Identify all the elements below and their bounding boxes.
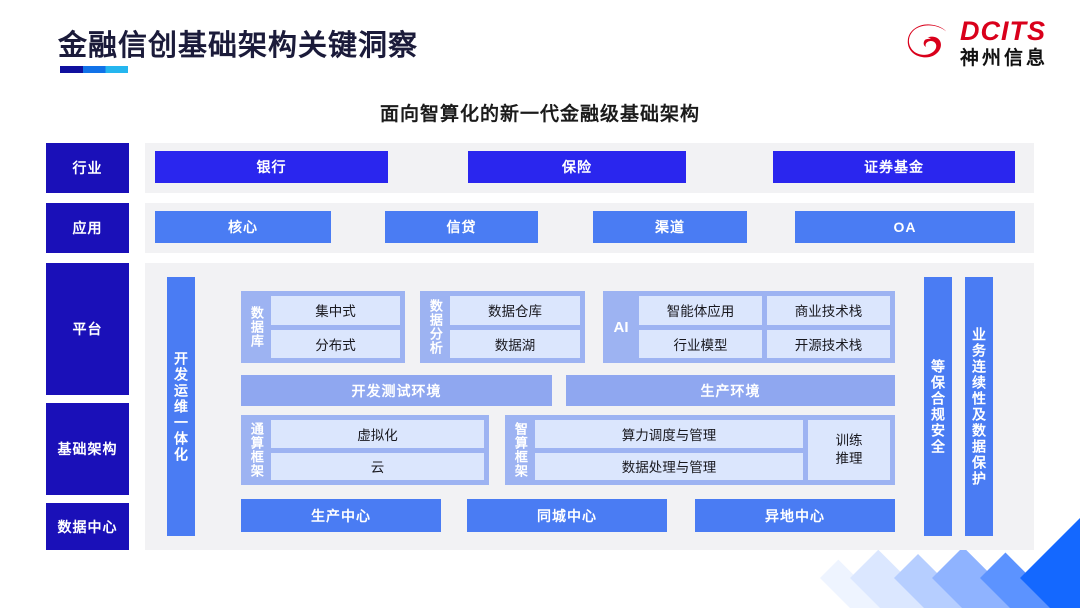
dc-chip-metro[interactable]: 同城中心 bbox=[467, 499, 667, 532]
env-bar-production[interactable]: 生产环境 bbox=[566, 375, 895, 406]
cell-train-inference[interactable]: 训练 推理 bbox=[808, 420, 890, 480]
group-ai[interactable]: AI 智能体应用 商业技术栈 行业模型 开源技术栈 bbox=[603, 291, 895, 363]
cell-industry-model[interactable]: 行业模型 bbox=[639, 329, 762, 358]
group-database[interactable]: 数据库 集中式 分布式 bbox=[241, 291, 405, 363]
app-chip-core[interactable]: 核心 bbox=[155, 211, 331, 243]
app-chip-credit[interactable]: 信贷 bbox=[385, 211, 538, 243]
page-header: 金融信创基础架构关键洞察 DCITS 神州信息 bbox=[0, 0, 1080, 90]
brand-logo: DCITS 神州信息 bbox=[904, 18, 1048, 68]
group-data-analysis[interactable]: 数据分析 数据仓库 数据湖 bbox=[420, 291, 585, 363]
cell-train-inference-line1: 训练 bbox=[835, 433, 863, 449]
cell-centralized[interactable]: 集中式 bbox=[271, 296, 400, 325]
logo-text-en: DCITS bbox=[959, 16, 1046, 46]
architecture-diagram: 行业 应用 平台 基础架构 数据中心 银行 保险 证券基金 核心 信贷 渠道 O… bbox=[46, 143, 1034, 568]
row-label-application: 应用 bbox=[46, 203, 129, 253]
dcits-swirl-icon bbox=[907, 24, 947, 58]
cell-compute-scheduling[interactable]: 算力调度与管理 bbox=[535, 420, 803, 448]
row-label-industry: 行业 bbox=[46, 143, 129, 193]
dc-chip-remote[interactable]: 异地中心 bbox=[695, 499, 895, 532]
group-title-general-compute: 通算框架 bbox=[248, 422, 264, 478]
dc-chip-production[interactable]: 生产中心 bbox=[241, 499, 441, 532]
group-title-intelligent-compute: 智算框架 bbox=[512, 422, 528, 478]
cell-opensource-stack[interactable]: 开源技术栈 bbox=[767, 329, 890, 358]
group-intelligent-compute[interactable]: 智算框架 算力调度与管理 数据处理与管理 训练 推理 bbox=[505, 415, 895, 485]
title-accent-bar bbox=[60, 66, 128, 73]
cell-train-inference-line2: 推理 bbox=[835, 451, 863, 466]
cell-data-processing[interactable]: 数据处理与管理 bbox=[535, 452, 803, 480]
env-bar-dev-test[interactable]: 开发测试环境 bbox=[241, 375, 552, 406]
group-title-database: 数据库 bbox=[248, 306, 264, 348]
group-general-compute[interactable]: 通算框架 虚拟化 云 bbox=[241, 415, 489, 485]
diagram-subtitle: 面向智算化的新一代金融级基础架构 bbox=[379, 104, 700, 125]
page-title: 金融信创基础架构关键洞察 bbox=[58, 30, 419, 62]
platform-panel: 开发运维一体化 等保合规安全 业务连续性及数据保护 数据库 集中式 分布式 数据… bbox=[145, 263, 1034, 550]
sidebar-devops-integration[interactable]: 开发运维一体化 bbox=[167, 277, 195, 536]
row-label-platform: 平台 bbox=[46, 263, 129, 395]
app-chip-channel[interactable]: 渠道 bbox=[593, 211, 747, 243]
cell-data-warehouse[interactable]: 数据仓库 bbox=[450, 296, 580, 325]
cell-cloud[interactable]: 云 bbox=[271, 452, 484, 480]
application-panel: 核心 信贷 渠道 OA bbox=[145, 203, 1034, 253]
industry-chip-bank[interactable]: 银行 bbox=[155, 151, 388, 183]
cell-distributed[interactable]: 分布式 bbox=[271, 329, 400, 358]
cell-data-lake[interactable]: 数据湖 bbox=[450, 329, 580, 358]
industry-panel: 银行 保险 证券基金 bbox=[145, 143, 1034, 193]
cell-agent-application[interactable]: 智能体应用 bbox=[639, 296, 762, 325]
logo-text-cn: 神州信息 bbox=[959, 48, 1048, 69]
industry-chip-securities[interactable]: 证券基金 bbox=[773, 151, 1015, 183]
cell-commercial-stack[interactable]: 商业技术栈 bbox=[767, 296, 890, 325]
industry-chip-insurance[interactable]: 保险 bbox=[468, 151, 686, 183]
group-title-ai: AI bbox=[613, 318, 629, 336]
row-label-infrastructure: 基础架构 bbox=[46, 403, 129, 495]
cell-virtualization[interactable]: 虚拟化 bbox=[271, 420, 484, 448]
group-title-data-analysis: 数据分析 bbox=[427, 299, 443, 355]
sidebar-compliance-security[interactable]: 等保合规安全 bbox=[924, 277, 952, 536]
sidebar-business-continuity[interactable]: 业务连续性及数据保护 bbox=[965, 277, 993, 536]
app-chip-oa[interactable]: OA bbox=[795, 211, 1015, 243]
row-label-datacenter: 数据中心 bbox=[46, 503, 129, 550]
